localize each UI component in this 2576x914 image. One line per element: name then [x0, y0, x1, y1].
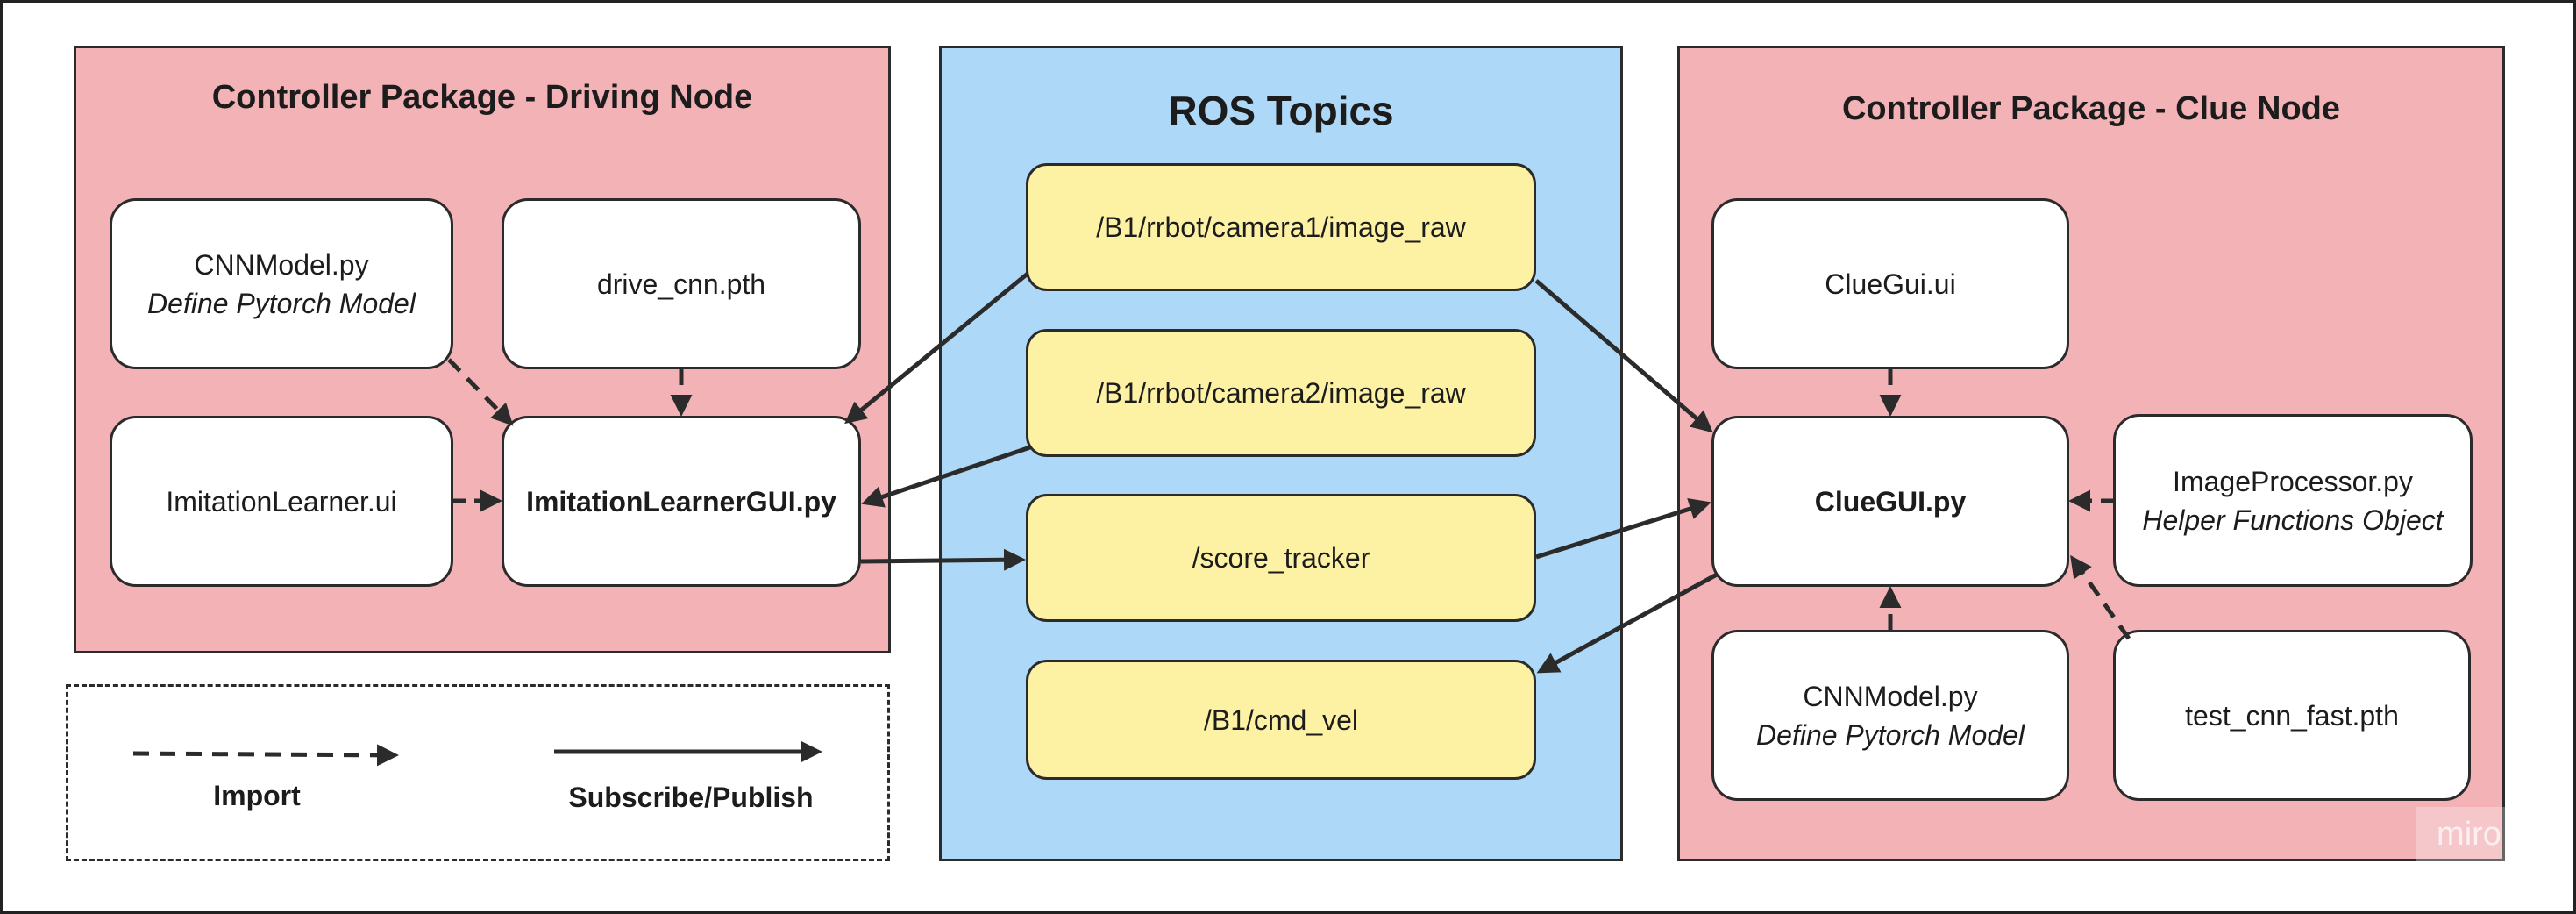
- imitation-learner-gui-box[interactable]: ImitationLearnerGUI.py: [502, 416, 861, 587]
- cnn-model-clue-label: CNNModel.py: [1803, 680, 1978, 712]
- driving-node-title: Controller Package - Driving Node: [211, 79, 753, 116]
- ros-topics-title: ROS Topics: [1168, 88, 1394, 133]
- topic-camera1-label: /B1/rrbot/camera1/image_raw: [1096, 211, 1466, 243]
- cnn-model-clue-box[interactable]: CNNModel.py Define Pytorch Model: [1711, 630, 2069, 801]
- drive-cnn-label: drive_cnn.pth: [596, 268, 766, 300]
- cnn-model-driving-label: CNNModel.py: [194, 248, 369, 281]
- imitation-learner-gui-label: ImitationLearnerGUI.py: [526, 485, 836, 518]
- drive-cnn-box[interactable]: drive_cnn.pth: [502, 198, 861, 369]
- test-cnn-fast-label: test_cnn_fast.pth: [2185, 699, 2399, 732]
- topic-score-tracker-label: /score_tracker: [1192, 542, 1370, 574]
- cnn-model-driving-box[interactable]: CNNModel.py Define Pytorch Model: [110, 198, 453, 369]
- imitation-learner-ui-box[interactable]: ImitationLearner.ui: [110, 416, 453, 587]
- topic-cmd-vel-box[interactable]: /B1/cmd_vel: [1026, 660, 1536, 780]
- clue-gui-label: ClueGUI.py: [1814, 485, 1967, 518]
- clue-gui-box[interactable]: ClueGUI.py: [1711, 416, 2069, 587]
- image-processor-box[interactable]: ImageProcessor.py Helper Functions Objec…: [2113, 414, 2473, 587]
- topic-cmd-vel-label: /B1/cmd_vel: [1203, 703, 1359, 736]
- cnn-model-clue-sub: Define Pytorch Model: [1756, 718, 2025, 751]
- clue-gui-ui-label: ClueGui.ui: [1825, 268, 1956, 300]
- legend-subscribe-label: Subscribe/Publish: [568, 782, 814, 813]
- topic-camera1-box[interactable]: /B1/rrbot/camera1/image_raw: [1026, 163, 1536, 291]
- test-cnn-fast-box[interactable]: test_cnn_fast.pth: [2113, 630, 2471, 801]
- topic-camera2-box[interactable]: /B1/rrbot/camera2/image_raw: [1026, 329, 1536, 457]
- topic-camera2-label: /B1/rrbot/camera2/image_raw: [1096, 377, 1466, 409]
- image-processor-label: ImageProcessor.py: [2173, 465, 2413, 497]
- legend-import-label: Import: [213, 780, 301, 811]
- miro-watermark: miro: [2416, 807, 2522, 861]
- clue-gui-ui-box[interactable]: ClueGui.ui: [1711, 198, 2069, 369]
- imitation-learner-ui-label: ImitationLearner.ui: [166, 485, 397, 518]
- cnn-model-driving-sub: Define Pytorch Model: [147, 287, 416, 319]
- legend-box: Import Subscribe/Publish: [66, 684, 890, 861]
- image-processor-sub: Helper Functions Object: [2142, 503, 2444, 536]
- clue-node-title: Controller Package - Clue Node: [1841, 90, 2340, 127]
- topic-score-tracker-box[interactable]: /score_tracker: [1026, 494, 1536, 622]
